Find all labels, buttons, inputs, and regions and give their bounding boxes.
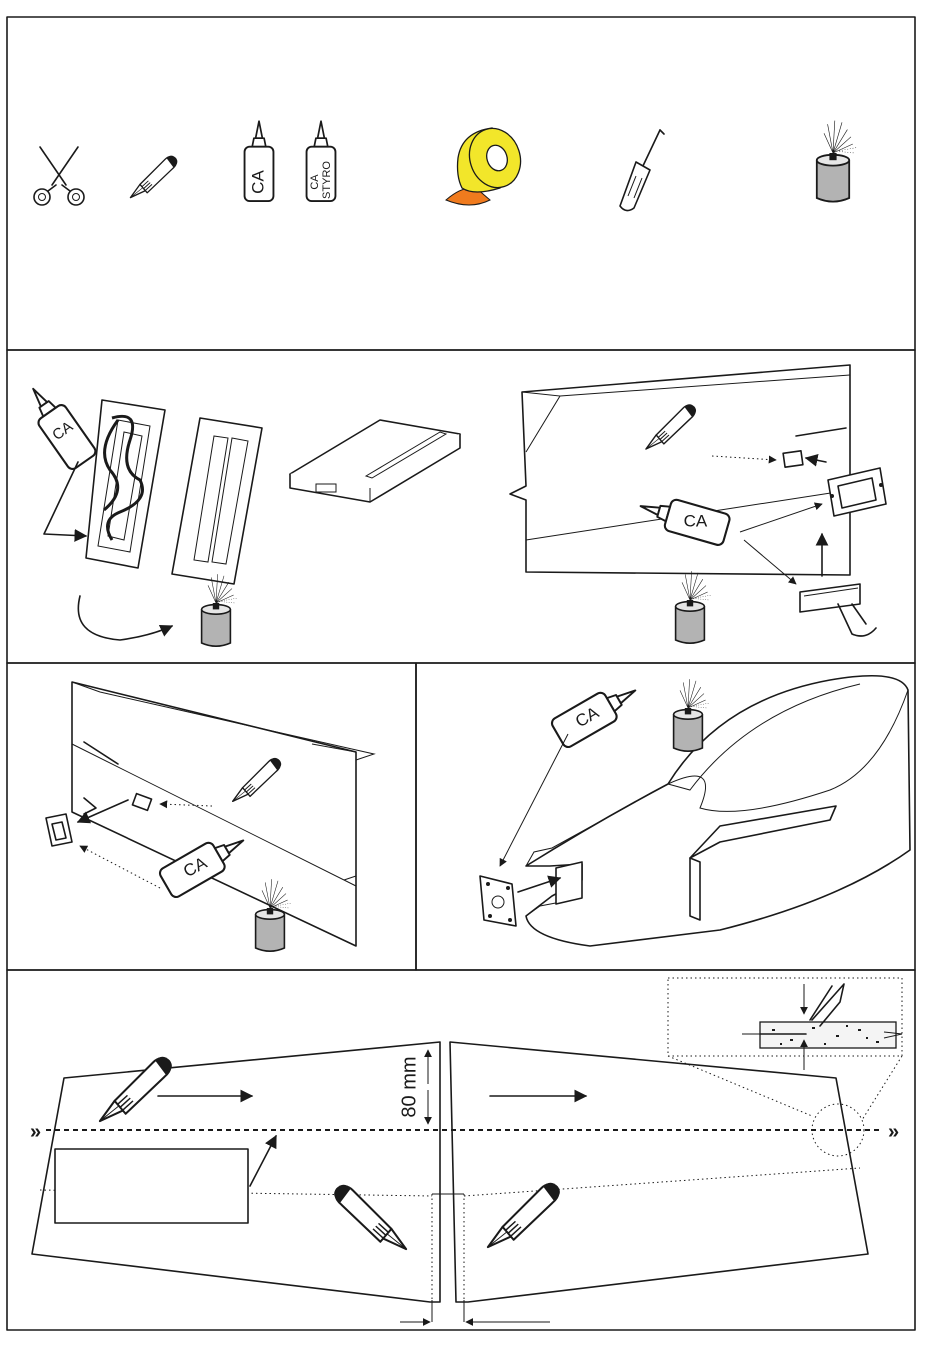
ca-styro-label-2: STYRO [321, 161, 333, 199]
cross-section-detail [742, 984, 902, 1070]
dotted-arrow [80, 846, 160, 888]
servo-plate [172, 418, 262, 584]
ca-bottle-label: CA [684, 511, 708, 530]
servo-plate-glued [86, 400, 165, 568]
hobby-knife-icon [130, 156, 177, 198]
dimension-label: 80 mm [398, 1056, 420, 1117]
motor-mount-icon [480, 876, 516, 926]
tail-hook-icon [800, 584, 876, 636]
ca-styro-glue-bottle-icon: CA STYRO [307, 121, 336, 201]
spray-can-icon [676, 571, 711, 643]
assembled-block [290, 420, 460, 502]
fuselage-side-2 [72, 682, 374, 946]
spray-can-icon [202, 574, 237, 646]
ca-styro-label-1: CA [309, 174, 321, 190]
ca-bottle-label: CA [248, 170, 267, 194]
screwdriver-icon [620, 130, 664, 211]
centerline-marker-left: » [30, 1121, 41, 1143]
centerline-marker-right: » [888, 1121, 899, 1143]
glue-arrow [44, 462, 86, 536]
scissors-icon [34, 147, 84, 205]
arrow [518, 878, 560, 892]
tape-roll-icon [446, 122, 528, 205]
ca-glue-bottle-icon: CA [20, 380, 98, 472]
hatch-frame-icon [46, 814, 72, 846]
fuselage-side-1 [510, 365, 850, 575]
curved-arrow [78, 596, 172, 640]
ca-glue-bottle-icon: CA [245, 121, 274, 201]
ca-glue-bottle-icon: CA [550, 676, 643, 749]
empty-label-box [55, 1149, 248, 1223]
spray-can-icon [817, 121, 857, 202]
